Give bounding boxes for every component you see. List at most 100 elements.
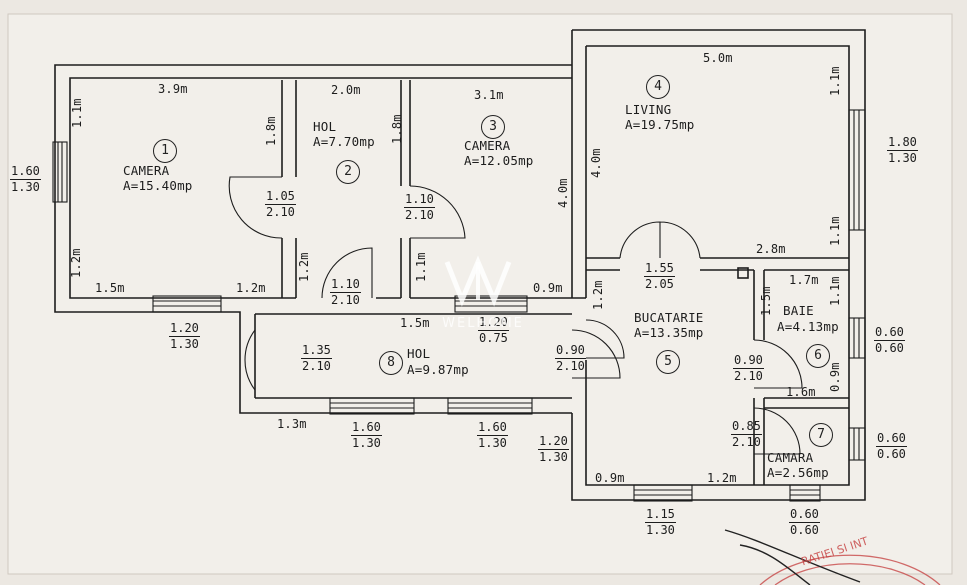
dimension-label: 1.7m [789,273,819,287]
room-number-8: 8 [379,351,403,375]
dimension-label: 3.9m [158,82,188,96]
door-hol2-bottom [321,247,373,299]
window-hall-2 [447,397,533,415]
door-kitchen-double [619,221,701,259]
door-bath [753,339,803,389]
official-stamp [724,529,941,585]
room-number-7: 7 [809,423,833,447]
dimension-label: 1.1m [70,98,84,128]
room-number-6: 6 [806,344,830,368]
dimension-label: 1.1m [828,276,842,306]
room-name-4: LIVING [625,102,672,117]
column [737,267,749,279]
window-room1 [152,295,222,313]
dimension-label: 2.8m [756,242,786,256]
room-number-2: 2 [336,160,360,184]
room-number-4: 4 [646,75,670,99]
room-name-7: CAMARA [767,450,814,465]
window-kitchen [633,484,693,502]
dimension-label: 2.0m [331,83,361,97]
room-name-6: BAIE [783,303,814,318]
walls [54,29,866,501]
room-number-3: 3 [481,115,505,139]
dimension-label: 1.5m [759,286,773,316]
window-living [848,109,866,231]
room-area-4: A=19.75mp [625,117,695,132]
dimension-label: 1.2m [297,252,311,282]
room-number-5: 5 [656,350,680,374]
dimension-label: 1.8m [264,116,278,146]
window-hall-1 [329,397,415,415]
window-pantry [848,427,866,461]
door-hol2-right [409,185,466,239]
dimension-label: 1.8m [390,114,404,144]
room-name-3: CAMERA [464,138,511,153]
wall-left-outer [54,64,572,414]
room-area-5: A=13.35mp [634,325,704,340]
door-kitchen-left [585,319,625,359]
dimension-label: 1.1m [828,66,842,96]
window-bath [848,317,866,359]
dimension-label: 0.9m [828,362,842,392]
window-left [52,141,68,203]
wall-left-inner [69,77,572,299]
dimension-label: 1.5m [400,316,430,330]
door-room1 [228,176,283,239]
room-area-2: A=7.70mp [313,134,375,149]
watermark-brand: WELHOME [442,316,524,331]
dimension-label: 1.1m [828,216,842,246]
room-area-7: A=2.56mp [767,465,829,480]
dimension-label: 1.2m [707,471,737,485]
windows [52,109,866,502]
dimension-label: 5.0m [703,51,733,65]
room-area-8: A=9.87mp [407,362,469,377]
watermark-logo [444,255,512,307]
dimension-label: 1.5m [95,281,125,295]
dimension-label: 0.9m [533,281,563,295]
door-hall-right [571,329,621,379]
room-area-1: A=15.40mp [123,178,193,193]
room-name-1: CAMERA [123,163,170,178]
door-swings [228,176,803,455]
room-number-1: 1 [153,139,177,163]
dimension-label: 4.0m [556,178,570,208]
window-pantry-bottom [789,484,821,502]
door-hall-left [244,329,256,391]
wall-living-inner [585,45,850,486]
dimension-label: 1.3m [277,417,307,431]
room-name-5: BUCATARIE [634,310,704,325]
room-name-2: HOL [313,119,337,134]
dimension-label: 4.0m [589,148,603,178]
room-area-6: A=4.13mp [777,319,839,334]
dimension-label: 0.9m [595,471,625,485]
door-pantry [753,407,801,455]
signature-mark [724,529,861,585]
dimension-label: 1.2m [591,280,605,310]
dimension-label: 1.2m [236,281,266,295]
room-name-8: HOL [407,346,431,361]
dimension-label: 1.6m [786,385,816,399]
room-area-3: A=12.05mp [464,153,534,168]
wall-living-outer [571,29,866,501]
